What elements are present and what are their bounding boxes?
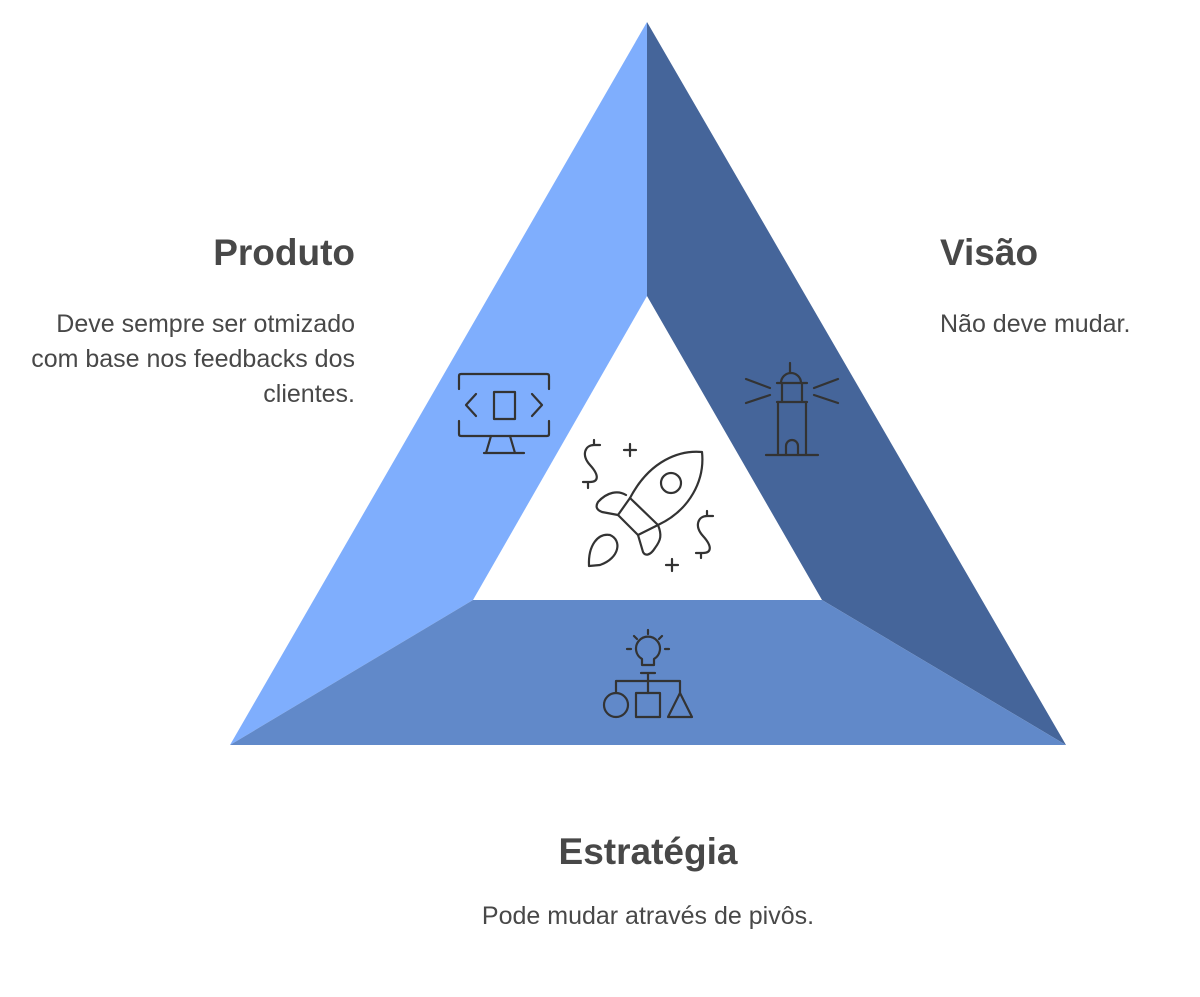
estrategia-title: Estratégia xyxy=(558,831,738,872)
monitor-code-icon xyxy=(457,372,551,455)
idea-hierarchy-icon xyxy=(602,628,694,719)
produto-description: Deve sempre ser otmizado com base nos fe… xyxy=(31,310,355,408)
visao-title: Visão xyxy=(940,232,1039,273)
produto-band xyxy=(230,22,647,745)
visao-description: Não deve mudar. xyxy=(940,310,1131,338)
estrategia-description: Pode mudar através de pivôs. xyxy=(481,902,815,930)
rocket-money-icon xyxy=(581,438,715,573)
visao-band xyxy=(647,22,1066,745)
produto-title: Produto xyxy=(213,232,355,273)
lighthouse-icon xyxy=(744,361,840,457)
